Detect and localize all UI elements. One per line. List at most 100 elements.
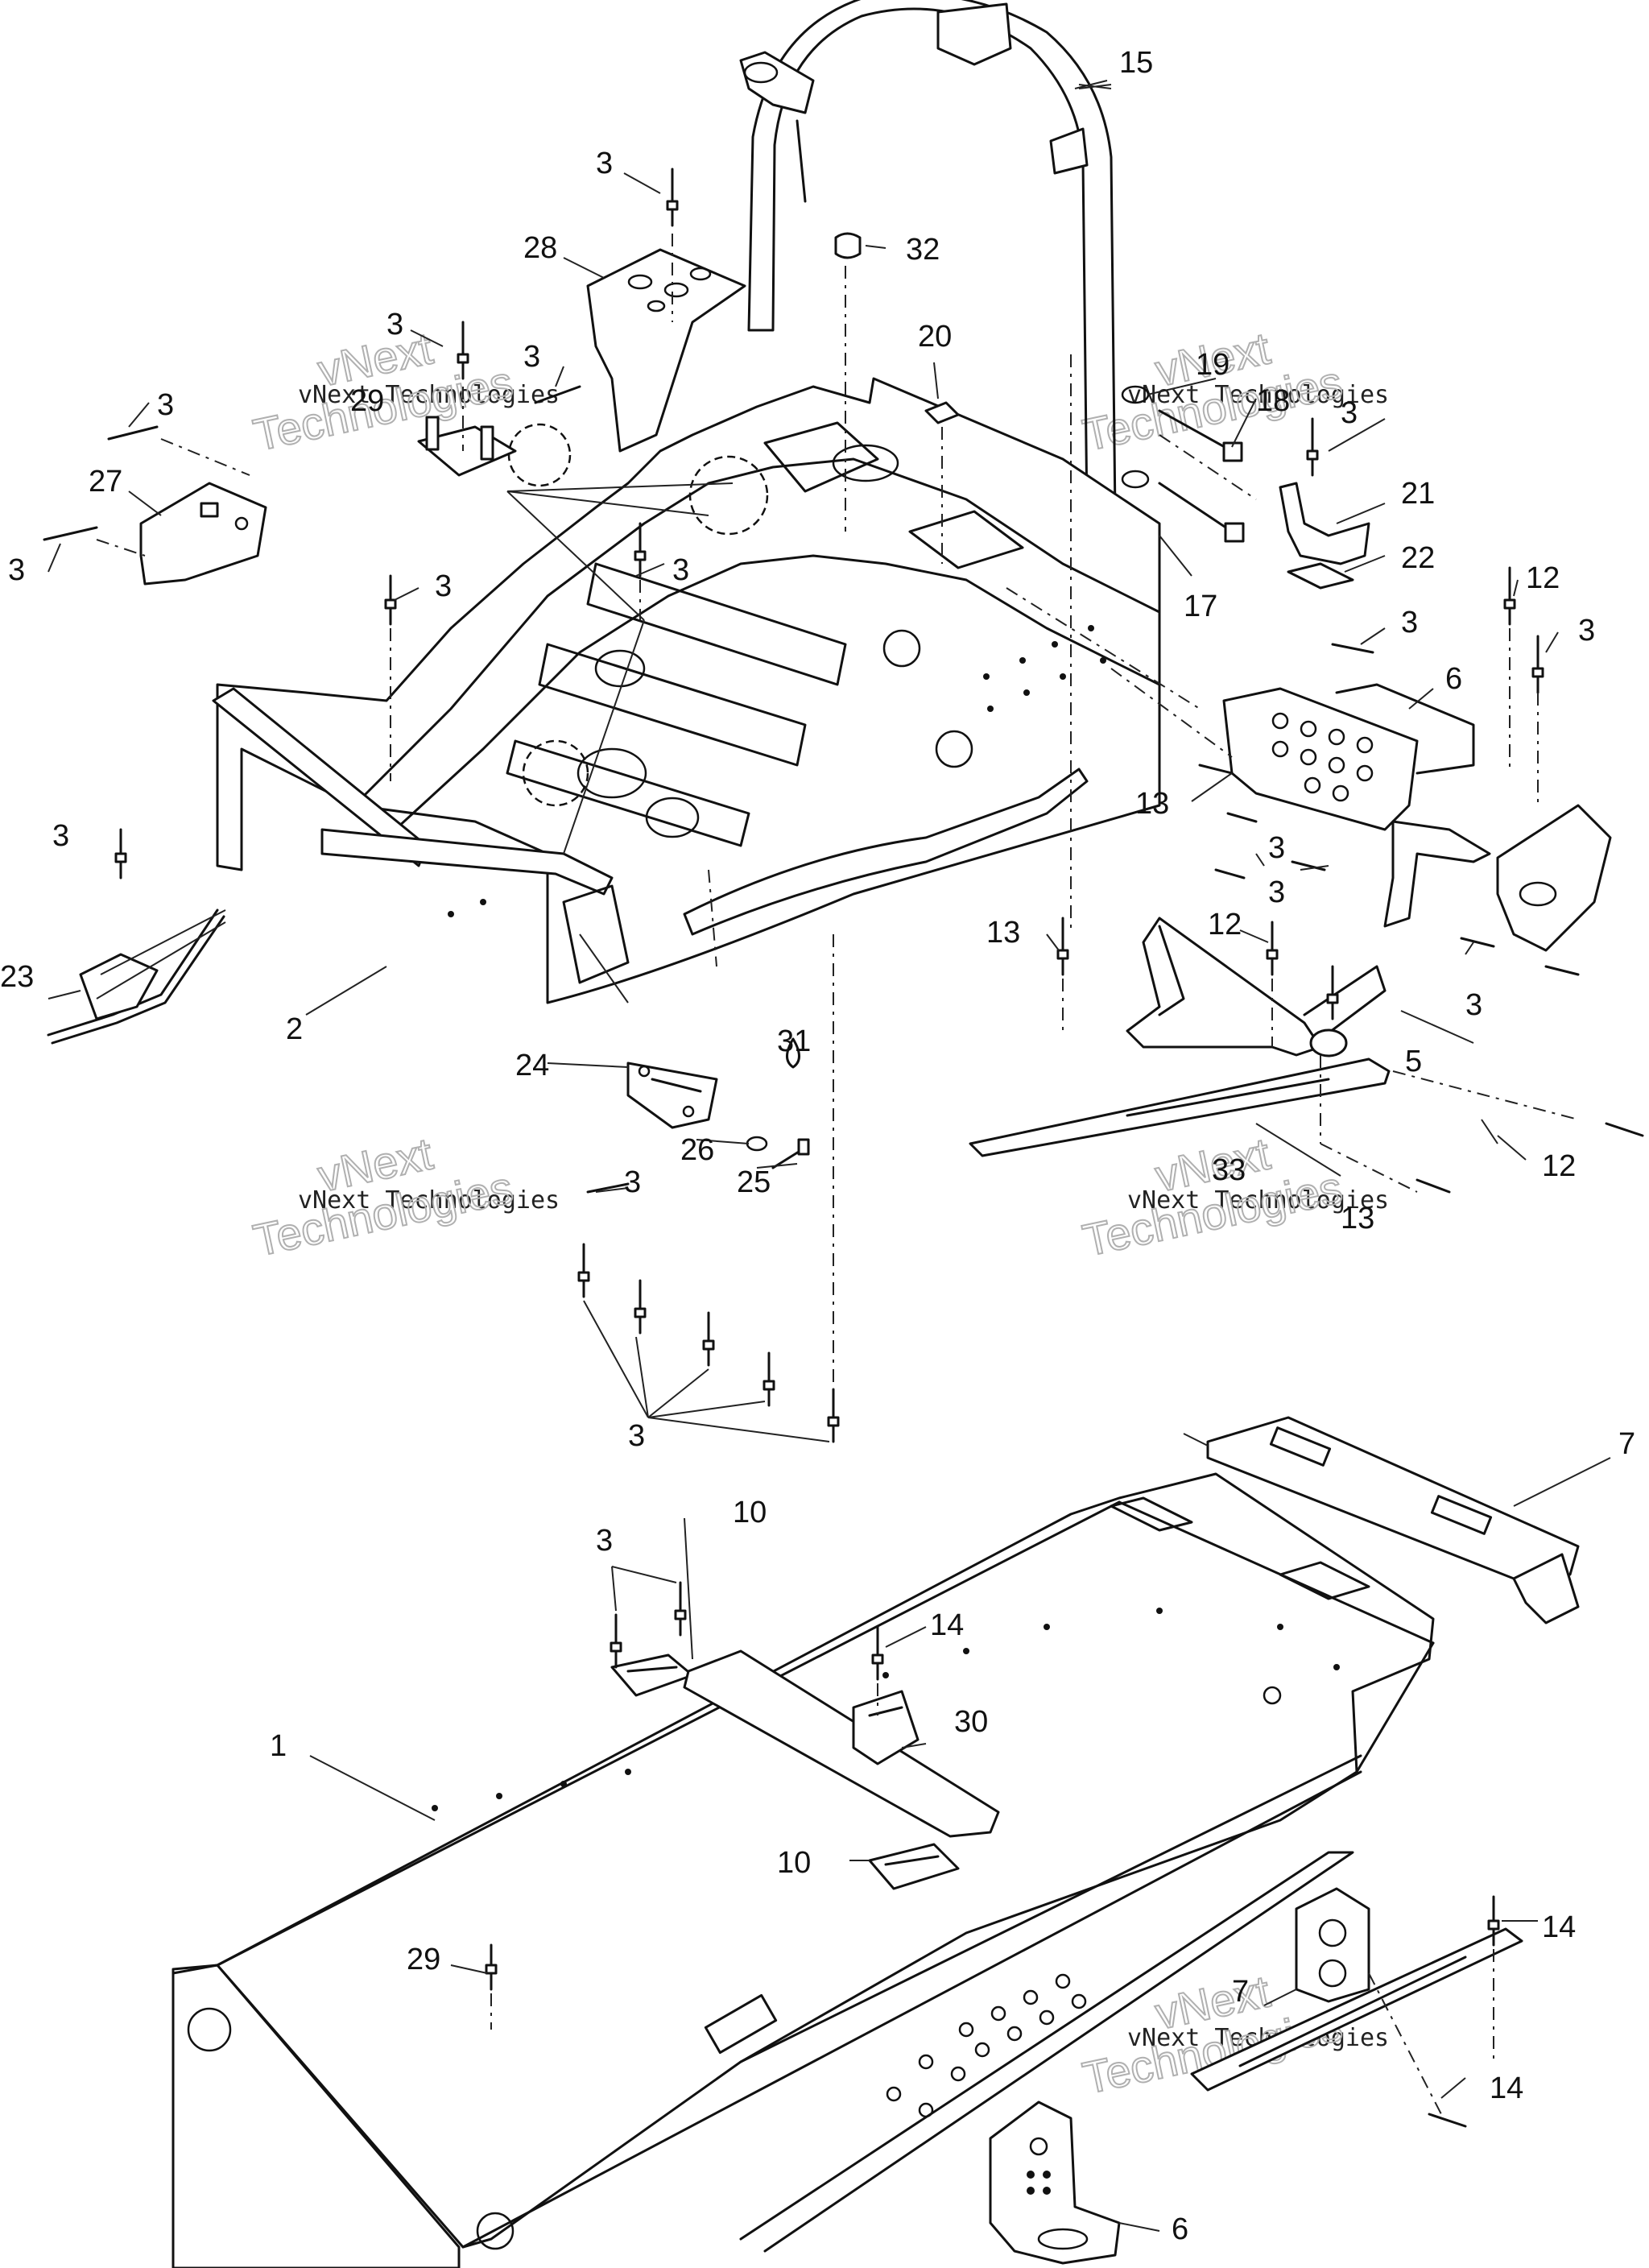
callout-3-l: 3 [1268, 875, 1285, 909]
callout-14-c: 14 [1490, 2071, 1523, 2105]
part-31-drop [786, 1037, 800, 1069]
part-30-crossbar [683, 1649, 1000, 1838]
rivet [1460, 937, 1495, 948]
rivet [634, 1279, 647, 1335]
watermark-top-right: vNext vNext Technologies Technologies [1077, 321, 1389, 461]
rivet [586, 1182, 630, 1194]
svg-text:vNext Technologies: vNext Technologies [1127, 1186, 1389, 1215]
callout-16: 17 [1184, 590, 1217, 623]
callout-6: 6 [1172, 2212, 1188, 2246]
callout-3-d: 3 [157, 388, 174, 422]
callout-3-b: 3 [386, 308, 403, 341]
rivet [114, 828, 127, 879]
rivet [1326, 965, 1339, 1020]
callout-12-b: 12 [1208, 908, 1242, 942]
callout-21: 22 [1401, 541, 1435, 575]
callout-4: 5 [1405, 1045, 1422, 1078]
part-16-bolt [1121, 470, 1245, 543]
callout-20: 21 [1401, 477, 1435, 511]
part-25-washer [746, 1136, 768, 1152]
callout-19: 20 [918, 320, 952, 354]
part-14-strap-lower [1190, 1927, 1523, 2092]
rivet [1503, 566, 1516, 626]
part-26-left-bracket [139, 482, 267, 586]
rivet [1291, 860, 1326, 871]
callout-3-h: 3 [1341, 396, 1358, 430]
callout-2: 2 [286, 1012, 303, 1046]
callout-14-b: 14 [1542, 1910, 1576, 1944]
callout-3-n: 3 [52, 819, 69, 853]
rivet [827, 1388, 840, 1443]
callout-10-b: 10 [777, 1846, 811, 1880]
rivet [534, 385, 581, 404]
callout-25: 26 [680, 1133, 714, 1167]
part-22-link-rod [47, 908, 225, 1045]
callout-3-a: 3 [596, 147, 613, 180]
rivet [1226, 812, 1258, 823]
rivet [1331, 643, 1374, 654]
rivet [1198, 764, 1234, 775]
rivet [1306, 417, 1319, 477]
rivet [674, 1581, 687, 1637]
callout-8: 7 [1618, 1427, 1635, 1461]
part-rear-bracket-right [1383, 804, 1612, 952]
watermark-mid-right: vNext vNext Technologies Technologies [1077, 1127, 1389, 1266]
rivet [1266, 921, 1279, 976]
callout-23: 24 [515, 1049, 549, 1082]
svg-text:vNext Technologies: vNext Technologies [298, 381, 560, 409]
assembly-lines [96, 234, 1579, 2115]
rivet [457, 321, 469, 380]
part-6-bracket [989, 2100, 1121, 2265]
part-17-bolt [1158, 409, 1243, 462]
callout-3-j: 3 [1578, 614, 1595, 648]
part-23-hinge [626, 1062, 718, 1129]
callout-32: 32 [906, 233, 940, 267]
rivet [1605, 1122, 1644, 1137]
part-24-bolt [771, 1138, 810, 1169]
callout-3-i: 3 [1401, 606, 1418, 639]
callout-31: 31 [777, 1024, 811, 1058]
rivet [666, 168, 679, 227]
part-33-strap [969, 1057, 1391, 1157]
callout-28: 29 [350, 384, 384, 418]
callout-17: 18 [1256, 384, 1290, 418]
rivet [107, 425, 159, 441]
rivets [43, 168, 1644, 2128]
part-27-steering-support [586, 248, 746, 453]
callout-24: 25 [737, 1165, 771, 1199]
watermark-mid-left: vNext vNext Technologies Technologies [248, 1127, 560, 1266]
rivet [871, 1625, 884, 1681]
part-10-slide-mount-upper [610, 1653, 694, 1697]
rivet [1428, 2113, 1467, 2128]
rivet [43, 526, 98, 541]
rivet [1415, 1178, 1451, 1194]
callout-30: 30 [954, 1705, 988, 1739]
rivet [485, 1943, 498, 1991]
part-8-rear-plate [1206, 1416, 1580, 1624]
callout-10-a: 10 [733, 1496, 767, 1529]
part-32-nut [834, 232, 862, 259]
rivet [1531, 635, 1544, 694]
callout-18: 19 [1196, 348, 1230, 382]
callout-3-o: 3 [624, 1165, 641, 1199]
callout-13-a: 13 [1135, 787, 1169, 821]
svg-text:vNext Technologies: vNext Technologies [1127, 381, 1389, 409]
callout-22: 23 [0, 960, 34, 994]
callout-13-b: 13 [986, 916, 1020, 950]
callout-29: 29 [407, 1943, 440, 1976]
part-21-plate [1287, 562, 1354, 590]
callout-5: 6 [1445, 662, 1462, 696]
callout-27: 28 [523, 231, 557, 265]
rivet [763, 1351, 775, 1407]
callout-33: 33 [1212, 1153, 1246, 1187]
callout-15: 15 [1119, 46, 1153, 80]
callout-26: 27 [89, 465, 122, 499]
part-7-bracket [1295, 1887, 1370, 2003]
part-2-front-frame [212, 377, 1161, 1004]
callout-12-a: 12 [1526, 561, 1560, 595]
part-19-nut [924, 401, 960, 424]
callout-14-a: 14 [930, 1608, 964, 1642]
rivet [577, 1243, 590, 1298]
callout-3-q: 3 [596, 1524, 613, 1558]
rivet [610, 1613, 622, 1669]
